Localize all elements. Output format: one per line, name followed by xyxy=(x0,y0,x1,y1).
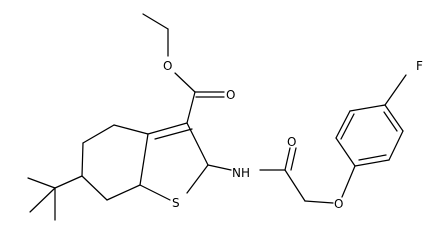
thiophene-ring xyxy=(139,122,209,201)
fluorophenyl-ring xyxy=(335,74,407,198)
ester-oxygen-carbonyl-label: O xyxy=(226,88,235,102)
tert-butyl-group xyxy=(27,175,83,221)
ester-oxygen-single-label: O xyxy=(163,59,172,73)
ether-oxygen-label: O xyxy=(334,197,343,211)
amide-linker xyxy=(207,147,334,204)
amide-nh-label: NH xyxy=(232,166,250,180)
fluorine-label: F xyxy=(416,59,423,73)
sulfur-label: S xyxy=(172,196,180,210)
amide-oxygen-label: O xyxy=(287,135,296,149)
ethyl-ester-group xyxy=(142,13,225,124)
cyclohexene-ring xyxy=(81,124,149,201)
